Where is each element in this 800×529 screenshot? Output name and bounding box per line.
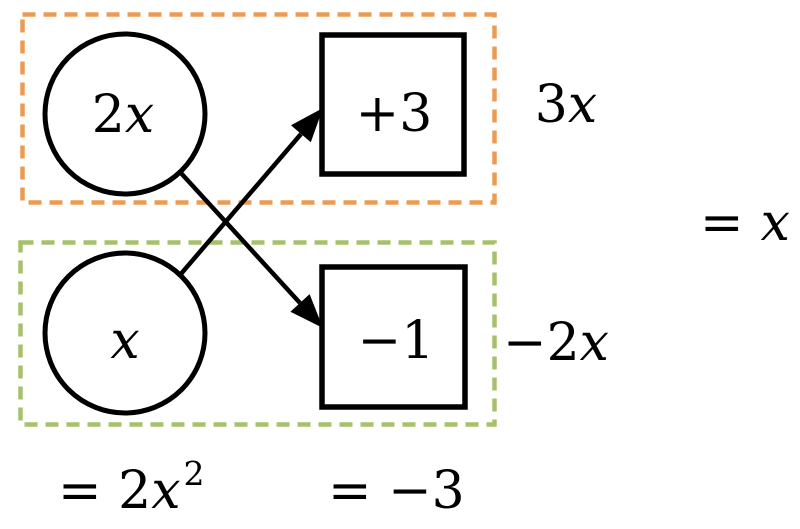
top-circle-coefficient: 2 bbox=[92, 85, 125, 145]
bottom-factor-group-outline bbox=[18, 240, 497, 427]
bottom-cross-product-variable: x bbox=[580, 313, 609, 373]
top-factor-group-outline bbox=[20, 12, 497, 205]
bottom-constant-square bbox=[319, 264, 468, 410]
top-square-label: +3 bbox=[356, 84, 433, 144]
circle-column-prefix: = 2 bbox=[58, 461, 151, 521]
top-term-circle bbox=[42, 31, 208, 197]
top-constant-square bbox=[319, 32, 467, 177]
bottom-square-label: −1 bbox=[358, 311, 435, 371]
cross-arrow-down-line bbox=[178, 170, 302, 305]
square-column-product-label: = −3 bbox=[328, 461, 465, 521]
bottom-cross-product-label: −2x bbox=[503, 313, 609, 373]
cross-arrow-down-head bbox=[290, 294, 323, 328]
sum-variable: x bbox=[761, 193, 790, 253]
circle-column-product-label: = 2x2 bbox=[58, 454, 205, 521]
top-circle-label: 2x bbox=[92, 85, 154, 145]
top-cross-product-label: 3x bbox=[535, 75, 597, 135]
top-cross-product-coefficient: 3 bbox=[535, 75, 568, 135]
cross-arrow-up-line bbox=[178, 132, 303, 277]
bottom-circle-label: x bbox=[110, 311, 139, 371]
bottom-term-circle bbox=[42, 250, 208, 416]
cross-arrow-up-head bbox=[291, 108, 323, 143]
top-circle-variable: x bbox=[125, 85, 154, 145]
sum-label: =x bbox=[700, 193, 790, 253]
circle-column-variable: x bbox=[151, 461, 180, 521]
top-cross-product-variable: x bbox=[568, 75, 597, 135]
circle-column-exponent: 2 bbox=[184, 454, 205, 493]
bottom-cross-product-coefficient: −2 bbox=[503, 313, 580, 373]
sum-equals-sign: = bbox=[700, 193, 744, 253]
